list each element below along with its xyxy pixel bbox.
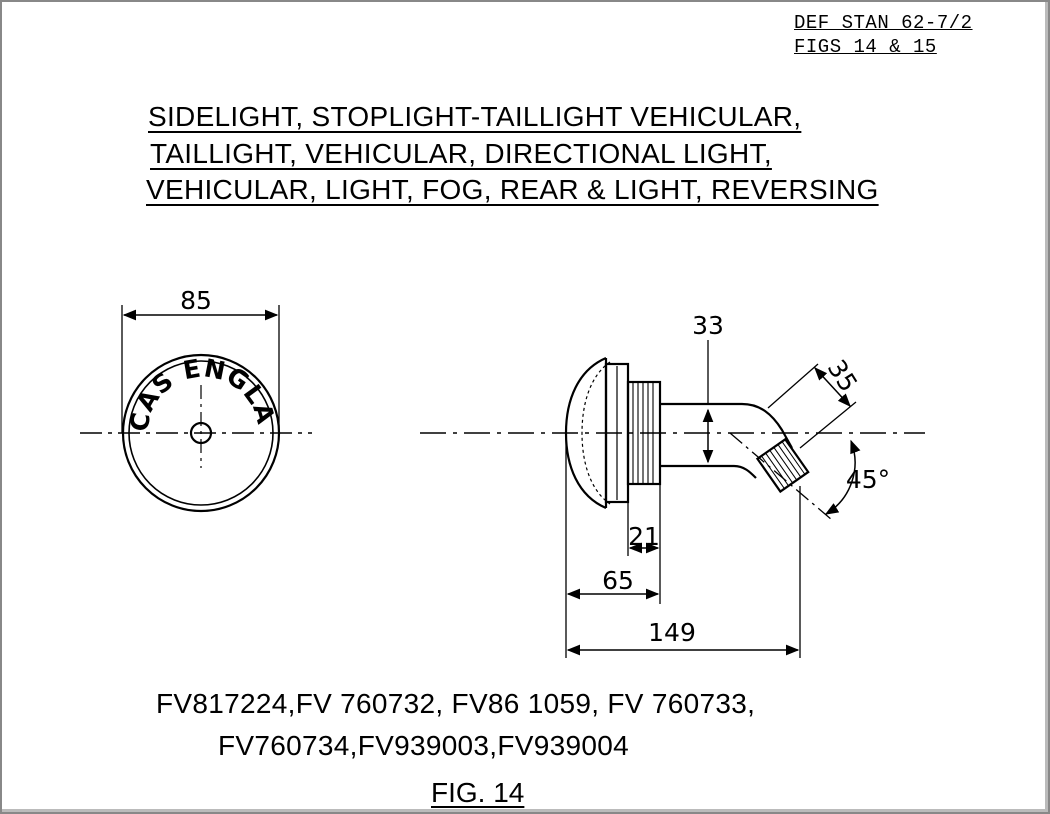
dim-149-label: 149: [648, 618, 696, 647]
thread-lines: [632, 382, 654, 484]
dim-45-label: 45°: [846, 465, 890, 494]
dim-21-label: 21: [628, 522, 660, 551]
stem-upper-edge: [660, 402, 793, 449]
threaded-body: [626, 380, 662, 486]
dim-35-line: [814, 367, 851, 407]
dim-45-arc: [824, 439, 861, 515]
dim-35-extension-a: [767, 363, 819, 409]
front-view: [80, 305, 312, 513]
side-view: [420, 340, 925, 658]
part-numbers-line-1: FV817224,FV 760732, FV86 1059, FV 760733…: [156, 688, 756, 719]
figure-label: FIG. 14: [431, 777, 525, 808]
title-line-2: TAILLIGHT, VEHICULAR, DIRECTIONAL LIGHT,: [150, 138, 772, 169]
lens-marking-text: LUCAS ENGLAND: [0, 0, 281, 433]
connector-axis: [729, 432, 833, 521]
title-line-1: SIDELIGHT, STOPLIGHT-TAILLIGHT VEHICULAR…: [148, 101, 802, 132]
dim-35-extension-b: [799, 401, 857, 449]
figures-reference: FIGS 14 & 15: [794, 36, 937, 58]
stem-lower-edge: [660, 464, 757, 479]
lens-centre-boss: [189, 421, 213, 445]
dim-35-label: 35: [822, 355, 863, 397]
dim-65-label: 65: [602, 566, 634, 595]
lens-inner-rim: [128, 360, 274, 506]
dim-85-label: 85: [180, 286, 212, 315]
part-numbers-line-2: FV760734,FV939003,FV939004: [218, 730, 629, 761]
standard-reference: DEF STAN 62-7/2: [794, 12, 973, 34]
title-line-3: VEHICULAR, LIGHT, FOG, REAR & LIGHT, REV…: [146, 174, 879, 205]
lens-dome-inner: [581, 361, 611, 505]
dim-33-label: 33: [692, 311, 724, 340]
